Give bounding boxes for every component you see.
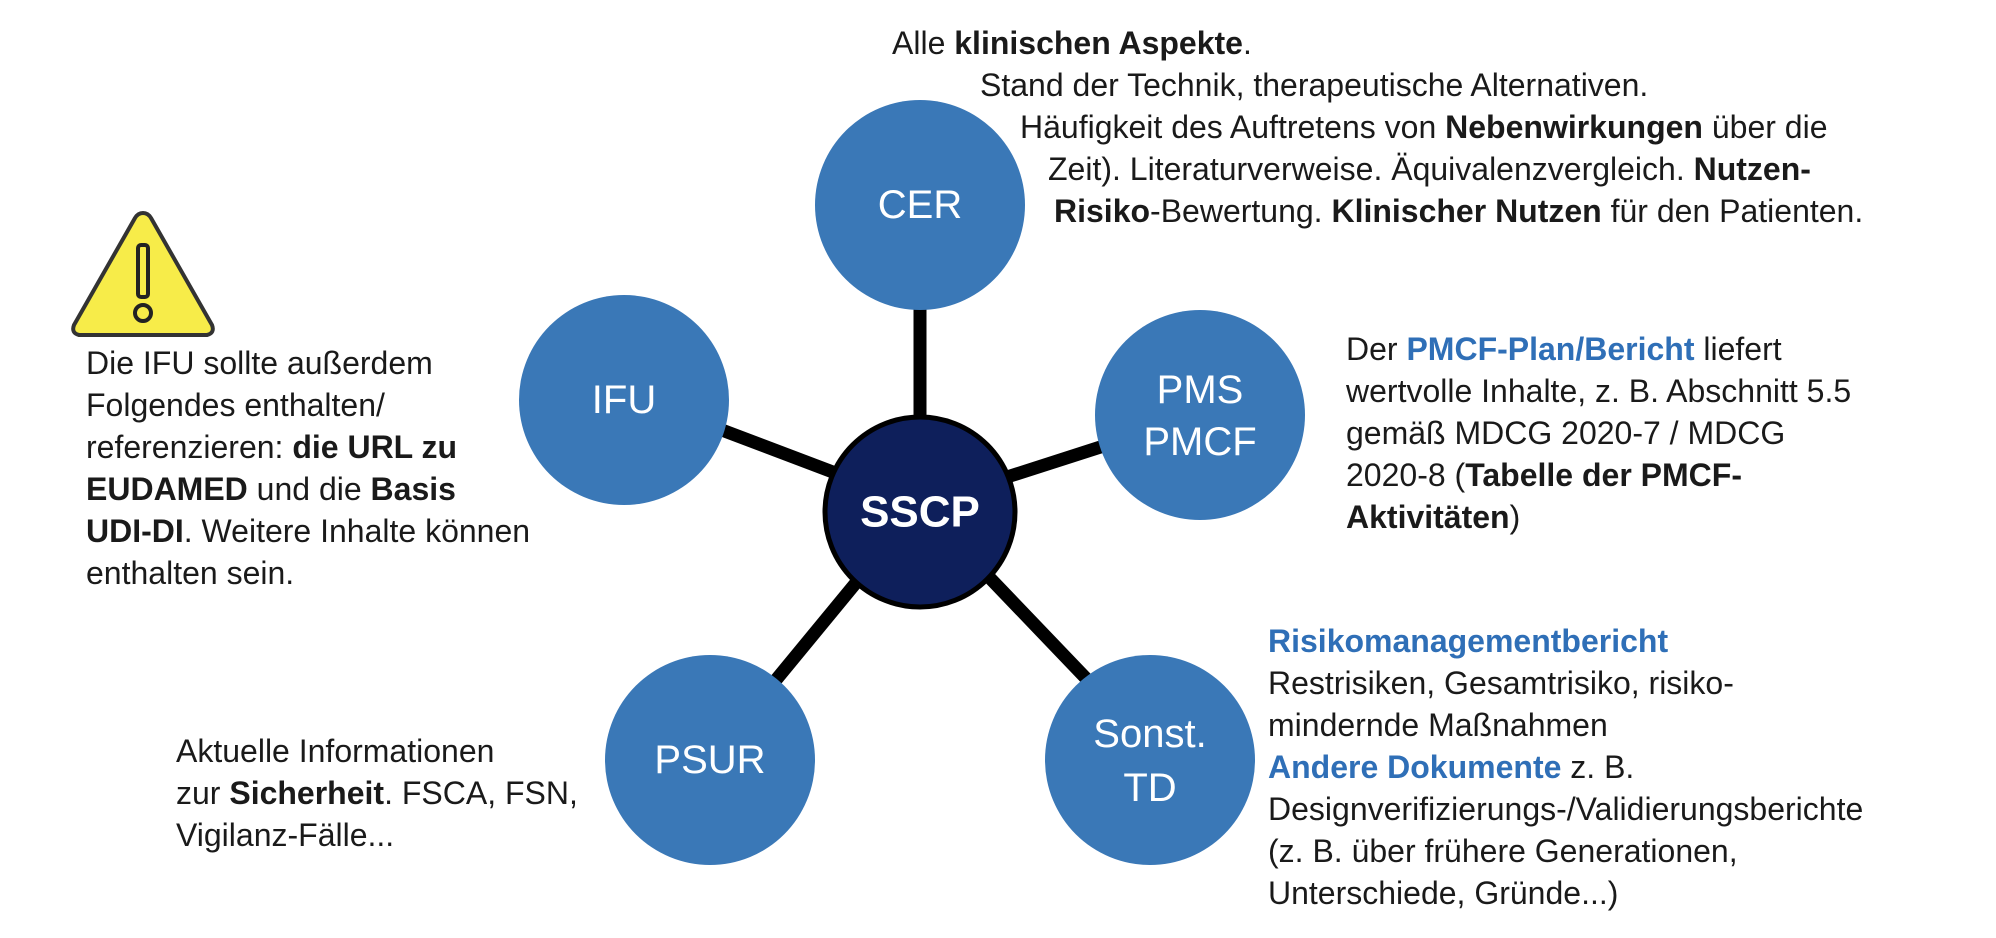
td-text-line-4: Andere Dokumente z. B. <box>1268 749 1635 785</box>
cer-text-line-2: Stand der Technik, therapeutische Altern… <box>980 67 1649 103</box>
td-text-line-2: Restrisiken, Gesamtrisiko, risiko- <box>1268 665 1734 701</box>
node-cer: CER <box>815 100 1025 310</box>
node-cer-label: CER <box>878 183 962 227</box>
node-pms-pmcf: PMS PMCF <box>1095 310 1305 520</box>
ifu-text-line-1: Die IFU sollte außerdem <box>86 345 433 381</box>
cer-text-line-4: Zeit). Literaturverweise. Äquivalenzverg… <box>1048 151 1811 187</box>
psur-text-line-2: zur Sicherheit. FSCA, FSN, <box>176 775 578 811</box>
td-text-line-7: Unterschiede, Gründe...) <box>1268 875 1619 911</box>
node-ifu-label: IFU <box>592 378 656 422</box>
pmcf-text-line-3: gemäß MDCG 2020-7 / MDCG <box>1346 415 1786 451</box>
pmcf-text-line-1: Der PMCF-Plan/Bericht liefert <box>1346 331 1782 367</box>
cer-text-line-5: Risiko-Bewertung. Klinischer Nutzen für … <box>1054 193 1864 229</box>
node-sonst-td: Sonst. TD <box>1045 655 1255 865</box>
ifu-text-line-2: Folgendes enthalten/ <box>86 387 385 423</box>
pmcf-text-line-2: wertvolle Inhalte, z. B. Abschnitt 5.5 <box>1346 373 1852 409</box>
pmcf-text-line-5: Aktivitäten) <box>1346 499 1521 535</box>
pmcf-text-line-4: 2020-8 (Tabelle der PMCF- <box>1346 457 1742 493</box>
psur-text-line-1: Aktuelle Informationen <box>176 733 495 769</box>
warning-triangle-icon <box>71 211 215 337</box>
cer-text-line-3: Häufigkeit des Auftretens von Nebenwirku… <box>1020 109 1828 145</box>
node-sscp-label: SSCP <box>860 488 980 537</box>
td-text-line-5: Designverifizierungs-/Validierungsberich… <box>1268 791 1864 827</box>
td-text-line-3: mindernde Maßnahmen <box>1268 707 1608 743</box>
ifu-text-line-5: UDI-DI. Weitere Inhalte können <box>86 513 531 549</box>
ifu-text-line-6: enthalten sein. <box>86 555 295 591</box>
node-sscp: SSCP <box>822 414 1018 610</box>
psur-text-line-3: Vigilanz-Fälle... <box>176 817 395 853</box>
node-pms-label: PMS <box>1157 368 1244 412</box>
node-td-label: TD <box>1123 766 1176 810</box>
ifu-text-line-3: referenzieren: die URL zu <box>86 429 458 465</box>
ifu-text-line-4: EUDAMED und die Basis <box>86 471 456 507</box>
td-text-line-6: (z. B. über frühere Generationen, <box>1268 833 1738 869</box>
node-psur-label: PSUR <box>654 738 765 782</box>
node-psur: PSUR <box>605 655 815 865</box>
td-text-line-1: Risikomanagementbericht <box>1268 623 1669 659</box>
cer-text-line-1: Alle klinischen Aspekte. <box>892 25 1252 61</box>
node-sonst-label: Sonst. <box>1093 712 1206 756</box>
node-pmcf-label: PMCF <box>1143 420 1256 464</box>
node-ifu: IFU <box>519 295 729 505</box>
